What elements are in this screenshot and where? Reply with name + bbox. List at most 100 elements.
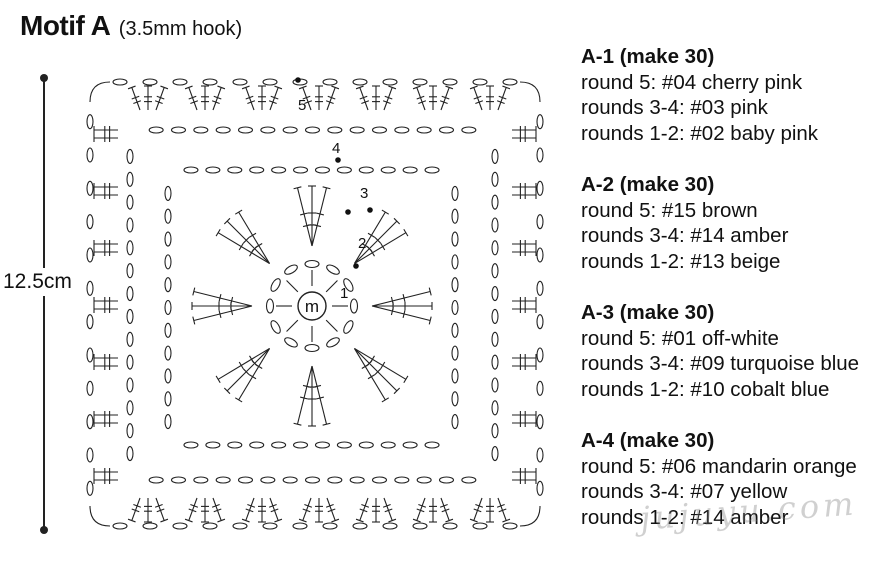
corner-chain <box>519 505 541 527</box>
chain-round4 <box>416 476 432 484</box>
corner-chain <box>89 505 111 527</box>
stitch-bottom <box>269 497 279 521</box>
stitch-top <box>502 85 511 90</box>
stitch-bottom <box>441 508 450 513</box>
chain-bottom <box>382 522 398 530</box>
chain-round1 <box>265 298 275 314</box>
chain-right <box>536 314 544 330</box>
petal-stitch <box>238 211 271 264</box>
round-start-dot <box>345 209 351 215</box>
stitch-top <box>325 100 334 104</box>
petal-stitch <box>354 348 398 392</box>
chain-round1 <box>349 298 359 314</box>
chain-bottom <box>322 522 338 530</box>
motif-a2-rounds12: rounds 1-2: #13 beige <box>581 249 781 273</box>
chain-top <box>502 78 518 86</box>
stitch-top <box>439 100 448 104</box>
chain-round4 <box>237 126 254 134</box>
petal-stitch <box>367 374 376 380</box>
petal-stitch <box>226 220 270 264</box>
chain-round4 <box>349 126 365 134</box>
stitch-top <box>473 95 482 100</box>
chain-round4 <box>491 194 499 210</box>
stitch-bottom <box>469 518 478 523</box>
chain-round3 <box>451 185 459 201</box>
petal-stitch <box>215 228 221 237</box>
center-spoke <box>325 319 338 332</box>
round-number-3: 3 <box>360 185 368 202</box>
petal-stitch <box>361 363 369 369</box>
petal-stitch <box>380 242 386 251</box>
chain-round4 <box>126 194 134 210</box>
stitch-top <box>355 85 364 90</box>
stitch-bottom <box>274 518 283 523</box>
chain-round4 <box>491 377 499 393</box>
stitch-top <box>416 87 426 111</box>
hook-size: (3.5mm hook) <box>118 18 243 40</box>
petal-stitch <box>218 294 222 303</box>
stitch-top <box>127 85 136 90</box>
motif-a2-rounds34: rounds 3-4: #14 amber <box>581 224 789 247</box>
chain-round3 <box>451 391 459 407</box>
stitch-top <box>160 85 169 90</box>
chain-round1 <box>343 278 354 292</box>
chain-round4 <box>327 476 343 484</box>
petal-stitch <box>322 422 331 426</box>
motif-a4-group: A-4 (make 30) round 5: #06 mandarin oran… <box>581 428 859 530</box>
stitch-top <box>384 95 393 100</box>
chain-round4 <box>126 171 134 187</box>
chain-bottom <box>502 522 518 530</box>
motif-name: Motif A <box>20 10 111 41</box>
chain-round4 <box>491 148 499 164</box>
petal-stitch <box>369 249 375 257</box>
chain-top <box>412 78 428 86</box>
corner-chain <box>89 81 111 103</box>
petal-stitch <box>402 309 406 318</box>
chain-round3 <box>451 345 459 361</box>
stitch-bottom <box>418 504 427 508</box>
chain-right <box>536 214 544 230</box>
petal-stitch <box>238 361 244 370</box>
chain-round3 <box>164 391 172 407</box>
chain-round4 <box>491 446 499 462</box>
chain-round1 <box>326 264 340 275</box>
petal-stitch <box>192 316 196 325</box>
chain-top <box>112 78 128 86</box>
stitch-bottom <box>217 518 226 523</box>
petal-stitch <box>393 217 401 225</box>
chain-round4 <box>349 476 365 484</box>
stitch-bottom <box>268 504 277 508</box>
chain-round4 <box>371 126 388 134</box>
stitch-bottom <box>213 508 222 513</box>
color-legend: A-1 (make 30) round 5: #04 cherry pink r… <box>581 44 859 556</box>
stitch-top <box>497 87 507 111</box>
stitch-top <box>155 87 165 111</box>
round-number-5: 5 <box>298 97 306 114</box>
stitch-bottom <box>156 508 165 513</box>
stitch-top <box>388 85 397 90</box>
chain-round3 <box>314 166 331 174</box>
chain-bottom <box>142 522 158 530</box>
petal-stitch <box>371 305 431 322</box>
stitch-bottom <box>382 504 391 508</box>
chain-round3 <box>164 185 172 201</box>
petal-stitch <box>374 237 381 244</box>
stitch-bottom <box>302 497 312 521</box>
motif-a1-rounds34: rounds 3-4: #03 pink <box>581 96 768 119</box>
chain-round3 <box>164 299 172 316</box>
stitch-top <box>270 95 279 100</box>
stitch-top <box>245 87 255 111</box>
stitch-bottom <box>326 497 336 521</box>
chain-top <box>262 78 278 86</box>
chain-round4 <box>304 126 321 134</box>
petal-stitch <box>380 361 386 370</box>
chain-round4 <box>126 148 134 164</box>
stitch-top <box>302 87 312 111</box>
chain-right <box>536 347 544 363</box>
stitch-top <box>473 87 483 111</box>
chain-left <box>86 347 94 363</box>
stitch-bottom <box>133 504 142 508</box>
stitch-bottom <box>127 518 136 523</box>
petal-stitch <box>218 309 222 318</box>
chain-round3 <box>249 441 265 449</box>
